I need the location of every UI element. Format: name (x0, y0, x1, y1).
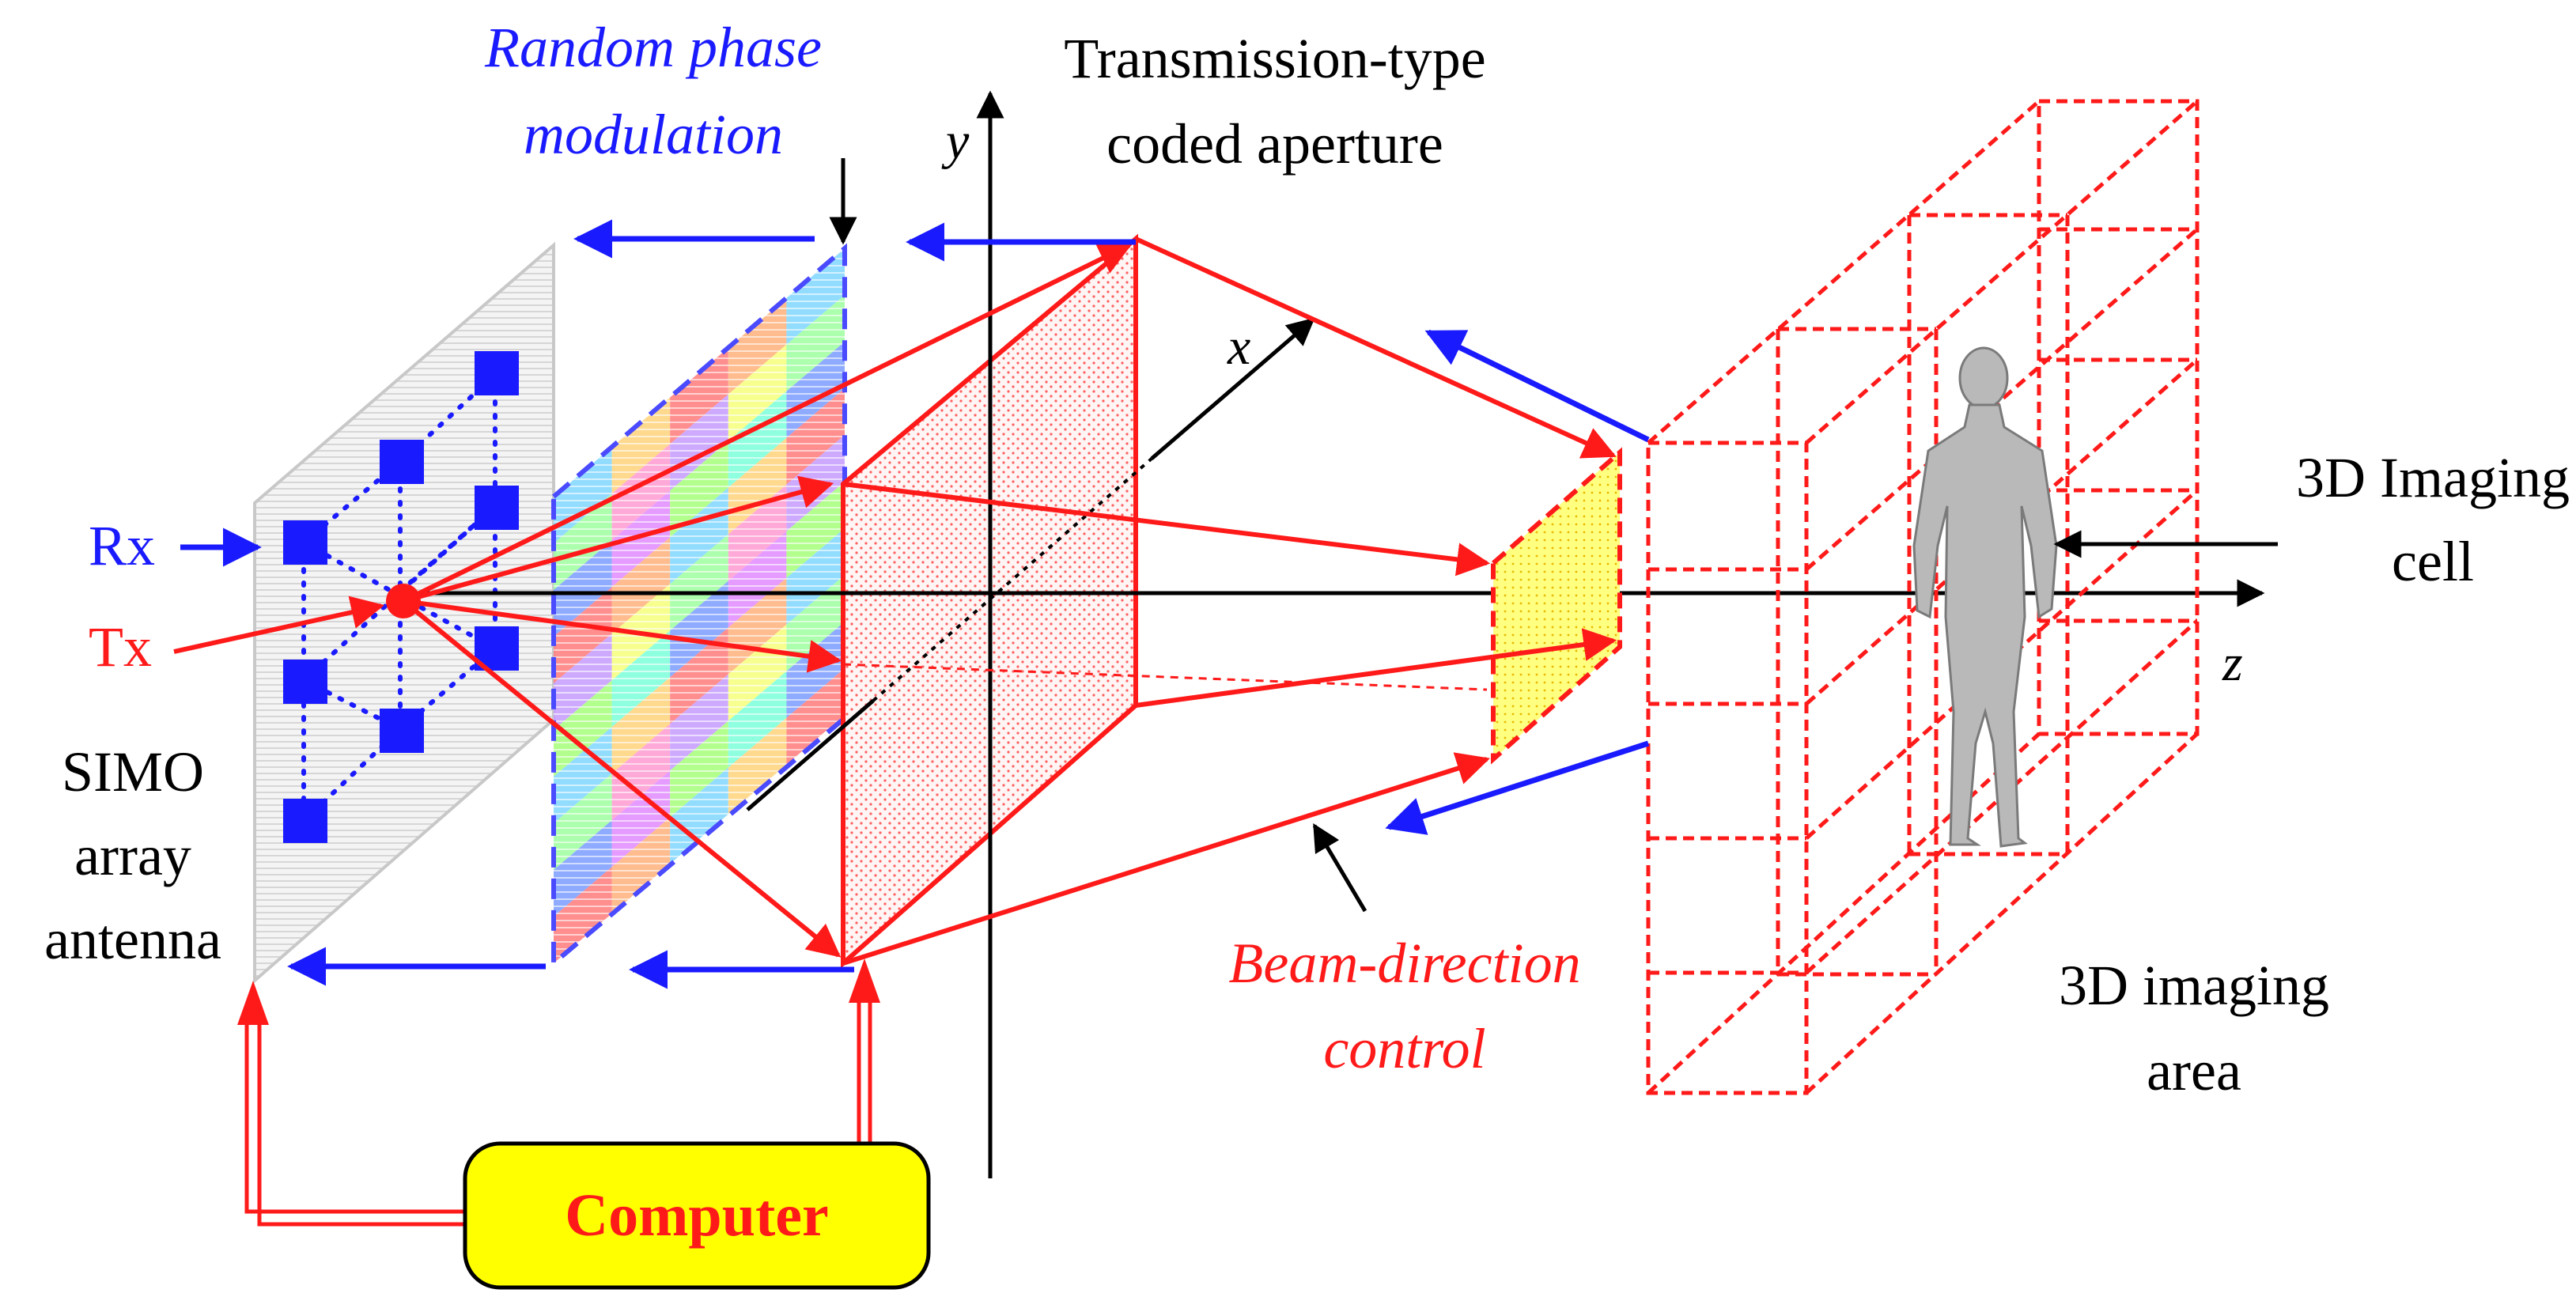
random-phase-mask (551, 243, 847, 969)
blue-arrows (180, 219, 1650, 989)
y-axis-label: y (941, 112, 970, 170)
mask-cell (554, 493, 612, 590)
mask-cell (611, 724, 671, 821)
simo-label-1: SIMO (62, 740, 204, 803)
human-figure-image (1912, 346, 2058, 848)
beam-rays (402, 236, 1617, 966)
x-axis-solid-top (1150, 317, 1315, 460)
imaging-cell-patch (1491, 447, 1622, 765)
mask-cell (728, 344, 787, 441)
x-axis-solid (746, 699, 875, 811)
imaging-area-label-1: 3D imaging (2059, 954, 2329, 1017)
mask-cell (554, 773, 612, 870)
tx-label: Tx (89, 615, 152, 679)
mask-cell (611, 397, 671, 494)
beam-direction-label-2: control (1323, 1017, 1485, 1080)
tx-source (386, 584, 421, 618)
x-axis-label: x (1227, 318, 1250, 376)
simo-label-2: array (74, 824, 191, 887)
mask-cell (670, 534, 728, 631)
mask-cell (670, 674, 728, 771)
computer-button[interactable]: Computer (463, 1141, 931, 1290)
mask-cell (670, 394, 728, 491)
z-axis-label: z (2222, 634, 2243, 692)
beam-direction-label-1: Beam-direction (1228, 932, 1580, 995)
computer-label: Computer (565, 1182, 829, 1249)
mask-cell (786, 295, 845, 391)
mask-cell (611, 444, 671, 541)
computer-links (244, 998, 872, 1227)
random-phase-label-1: Random phase (484, 16, 822, 79)
imaging-cell-label-1: 3D Imaging (2296, 446, 2570, 509)
tx-arrow (173, 596, 385, 654)
imaging-cell-label-2: cell (2392, 530, 2474, 593)
rx-label: Rx (89, 514, 155, 577)
mask-cell (611, 817, 671, 914)
random-phase-label-2: modulation (524, 103, 783, 166)
coded-aperture-label-2: coded aperture (1106, 112, 1443, 176)
mask-cell (786, 575, 845, 671)
imaging-area-label-2: area (2147, 1039, 2241, 1102)
coded-aperture-label-1: Transmission-type (1064, 27, 1485, 90)
axes (395, 90, 2265, 1178)
mask-cell (728, 624, 787, 721)
computer-link-arrowheads (237, 958, 880, 1025)
pointer-arrows (829, 158, 2278, 913)
simo-label-3: antenna (44, 908, 221, 971)
mask-cell (728, 671, 787, 768)
mask-cell (554, 867, 612, 963)
